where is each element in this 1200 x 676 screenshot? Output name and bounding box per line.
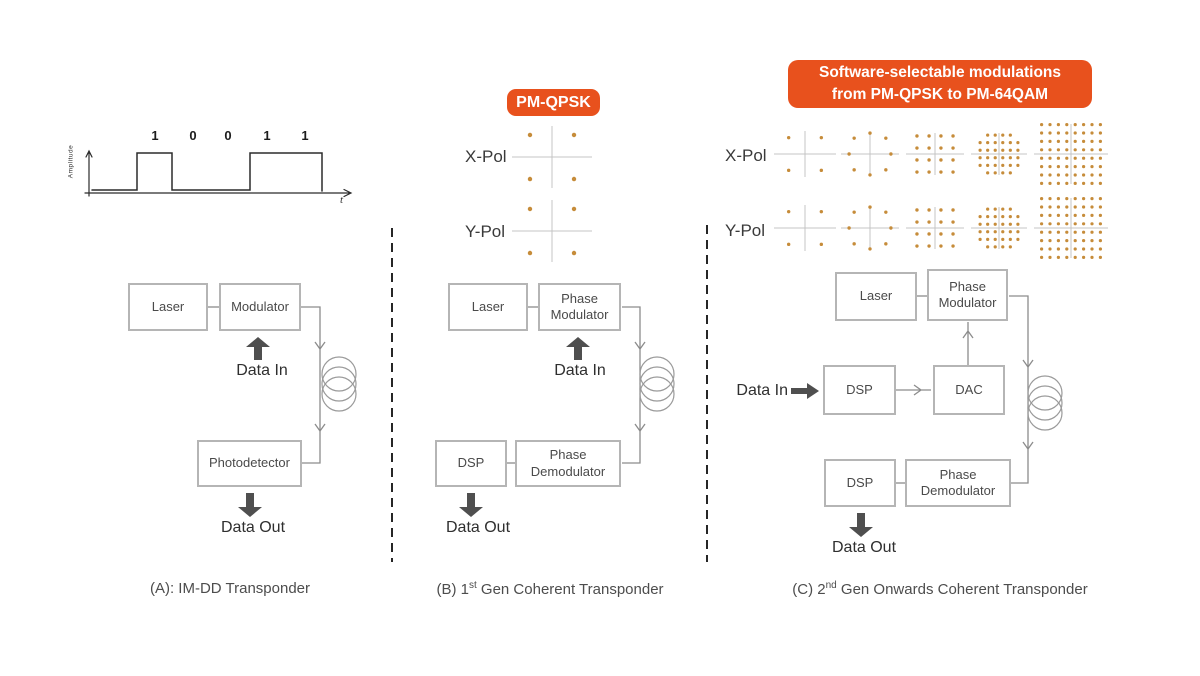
arrowhead-down [634, 423, 646, 433]
fiber-coil-c [1027, 375, 1063, 431]
waveform-y-axis [85, 149, 93, 197]
block-phase-demodulator-c: Phase Demodulator [905, 459, 1011, 507]
fiber-path-a [301, 306, 321, 464]
link-dac-phasemod-c [962, 322, 974, 365]
xpol-label-c: X-Pol [725, 146, 767, 165]
constellation-c-x-pol-16qam [906, 133, 964, 175]
caption-panel-b: (B) 1st Gen Coherent Transponder [436, 580, 664, 598]
arrowhead-down [1022, 441, 1034, 451]
constellation-c-x-pol-qpsk [774, 131, 836, 177]
data-in-label-a: Data In [236, 362, 288, 379]
block-modulator-a: Modulator [219, 283, 301, 331]
waveform-bit: 0 [224, 128, 232, 143]
waveform-y-axis-label: Amplitude [67, 144, 75, 179]
ypol-label-b: Y-Pol [465, 222, 506, 241]
data-in-label-c: Data In [736, 382, 788, 399]
pm-qpsk-badge: PM-QPSK [507, 89, 600, 116]
block-dac-c: DAC [933, 365, 1005, 415]
block-dsp-tx-c: DSP [823, 365, 896, 415]
banner-line1: Software-selectable modulations [818, 63, 1062, 81]
constellation-c-x-pol-64qam [1034, 123, 1108, 185]
data-out-label-b: Data Out [445, 519, 511, 536]
block-laser-c: Laser [835, 272, 917, 321]
waveform-bit: 0 [189, 128, 197, 143]
constellation-b-y-pol-qpsk [512, 200, 592, 262]
block-phase-demodulator-b: Phase Demodulator [515, 440, 621, 487]
software-selectable-banner: Software-selectable modulations from PM-… [788, 60, 1092, 108]
block-laser-b: Laser [448, 283, 528, 331]
data-out-label-c: Data Out [831, 539, 897, 556]
fiber-coil-a [321, 356, 357, 412]
fiber-coil-b [639, 356, 675, 412]
arrowhead-down [634, 341, 646, 351]
xpol-label-b: X-Pol [465, 147, 507, 166]
waveform-x-axis [84, 188, 353, 198]
waveform-bit: 1 [301, 128, 309, 143]
block-phase-modulator-b: Phase Modulator [538, 283, 621, 331]
data-in-label-b: Data In [554, 362, 606, 379]
arrowhead-down [314, 341, 326, 351]
fiber-path-b [622, 306, 641, 464]
caption-panel-a: (A): IM-DD Transponder [149, 580, 311, 597]
waveform-bit: 1 [263, 128, 271, 143]
data-in-arrow-a [246, 337, 270, 360]
waveform-bit: 1 [151, 128, 159, 143]
data-in-arrow-b [566, 337, 590, 360]
data-in-arrow-c [791, 383, 819, 399]
waveform-x-axis-label: t [340, 194, 344, 206]
caption-panel-c: (C) 2nd Gen Onwards Coherent Transponder [792, 580, 1088, 598]
waveform-signal [91, 152, 323, 192]
panel-a-connectors [208, 306, 326, 464]
block-photodetector-a: Photodetector [197, 440, 302, 487]
constellation-c-y-pol-qpsk [774, 205, 836, 251]
arrowhead-down [1022, 359, 1034, 369]
data-out-arrow-c [849, 513, 873, 537]
link-dsp-dac-c [896, 384, 931, 396]
constellation-c-x-pol-8psk [841, 131, 899, 177]
block-laser-a: Laser [128, 283, 208, 331]
constellation-c-x-pol-32qam [971, 133, 1027, 175]
constellation-c-y-pol-32qam [971, 207, 1027, 249]
ypol-label-c: Y-Pol [725, 221, 766, 240]
banner-line2: from PM-QPSK to PM-64QAM [831, 86, 1049, 103]
constellation-layer [512, 123, 1108, 262]
block-dsp-b: DSP [435, 440, 507, 487]
constellation-b-x-pol-qpsk [512, 126, 592, 188]
constellation-c-y-pol-16qam [906, 207, 964, 249]
data-out-label-a: Data Out [220, 519, 286, 536]
data-out-arrow-b [459, 493, 483, 517]
constellation-c-y-pol-64qam [1034, 197, 1108, 259]
block-phase-modulator-c: Phase Modulator [927, 269, 1008, 321]
arrowhead-down [314, 423, 326, 433]
constellation-c-y-pol-8psk [841, 205, 899, 251]
waveform-plot [84, 149, 353, 198]
data-out-arrow-a [238, 493, 262, 517]
fiber-path-c [1009, 295, 1029, 484]
block-dsp-rx-c: DSP [824, 459, 896, 507]
